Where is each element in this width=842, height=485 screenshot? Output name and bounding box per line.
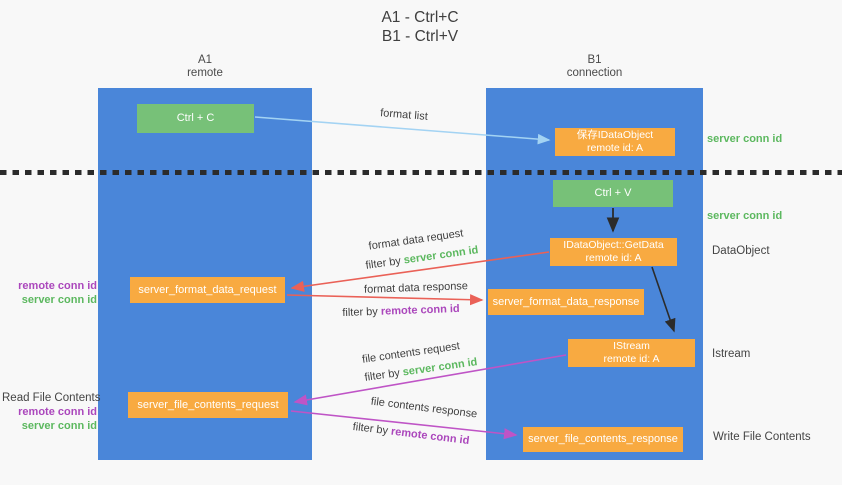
arrow-file-contents-response <box>290 410 518 440</box>
node-istream-line2: remote id: A <box>603 353 660 365</box>
node-ctrl-c: Ctrl + C <box>137 104 254 133</box>
lane-b1-subtitle: connection <box>566 67 623 79</box>
node-save-idataobject-line1: 保存IDataObject <box>576 129 654 141</box>
diagram-title: A1 - Ctrl+C B1 - Ctrl+V <box>340 8 500 46</box>
node-server-file-contents-request-label: server_file_contents_request <box>137 398 279 411</box>
node-server-file-contents-response: server_file_contents_response <box>523 427 683 452</box>
annotation-dataobject: DataObject <box>712 245 770 257</box>
title-line-2: B1 - Ctrl+V <box>381 28 459 45</box>
node-idataobject-getdata: IDataObject::GetData remote id: A <box>550 238 677 266</box>
node-ctrl-c-label: Ctrl + C <box>176 112 215 124</box>
annotation-server-conn-id-mid: server conn id <box>707 210 783 222</box>
node-server-format-data-response: server_format_data_response <box>488 289 644 315</box>
annotation-istream: Istream <box>712 348 751 360</box>
node-server-file-contents-request: server_file_contents_request <box>128 392 288 418</box>
annotation-remote-conn-id-left2: remote conn id <box>18 406 97 418</box>
lane-b1-title: B1 <box>587 54 602 66</box>
node-idataobject-getdata-line1: IDataObject::GetData <box>563 239 664 251</box>
filter-by-text: filter by <box>342 305 382 320</box>
node-idataobject-getdata-line2: remote id: A <box>585 252 642 264</box>
annotation-remote-conn-id-left1: remote conn id <box>18 280 97 292</box>
arrow-getdata-to-istream <box>651 266 676 333</box>
node-istream-line1: IStream <box>613 340 650 352</box>
arrow-format-data-response <box>286 294 484 306</box>
annotation-server-conn-id-left1: server conn id <box>21 294 97 306</box>
arrow-format-data-request <box>290 251 550 292</box>
arrow-file-contents-request <box>293 354 567 406</box>
lane-a1-title: A1 <box>197 54 213 66</box>
annotation-server-conn-id-left2: server conn id <box>21 420 97 432</box>
annotation-block-format-ids: remote conn id server conn id <box>2 279 97 307</box>
arrow-format-list <box>254 116 551 145</box>
lane-header-b1: B1 connection <box>486 54 703 80</box>
lane-header-a1: A1 remote <box>98 54 312 80</box>
node-istream: IStream remote id: A <box>568 339 695 367</box>
annotation-read-file-contents: Read File Contents <box>2 392 101 404</box>
node-server-format-data-request: server_format_data_request <box>130 277 285 303</box>
node-ctrl-v-label: Ctrl + V <box>594 187 632 199</box>
annotation-server-conn-id-top: server conn id <box>707 133 783 145</box>
node-save-idataobject-line2: remote id: A <box>586 142 644 154</box>
node-server-format-data-request-label: server_format_data_request <box>138 283 277 296</box>
node-server-format-data-response-label: server_format_data_response <box>492 295 640 308</box>
title-line-1: A1 - Ctrl+C <box>381 9 459 26</box>
node-save-idataobject: 保存IDataObject remote id: A <box>555 128 675 156</box>
node-ctrl-v: Ctrl + V <box>553 180 673 207</box>
annotation-block-file-ids: Read File Contents remote conn id server… <box>2 391 101 433</box>
lane-a1-subtitle: remote <box>187 67 223 79</box>
node-server-file-contents-response-label: server_file_contents_response <box>528 433 678 445</box>
annotation-write-file-contents: Write File Contents <box>713 431 811 443</box>
